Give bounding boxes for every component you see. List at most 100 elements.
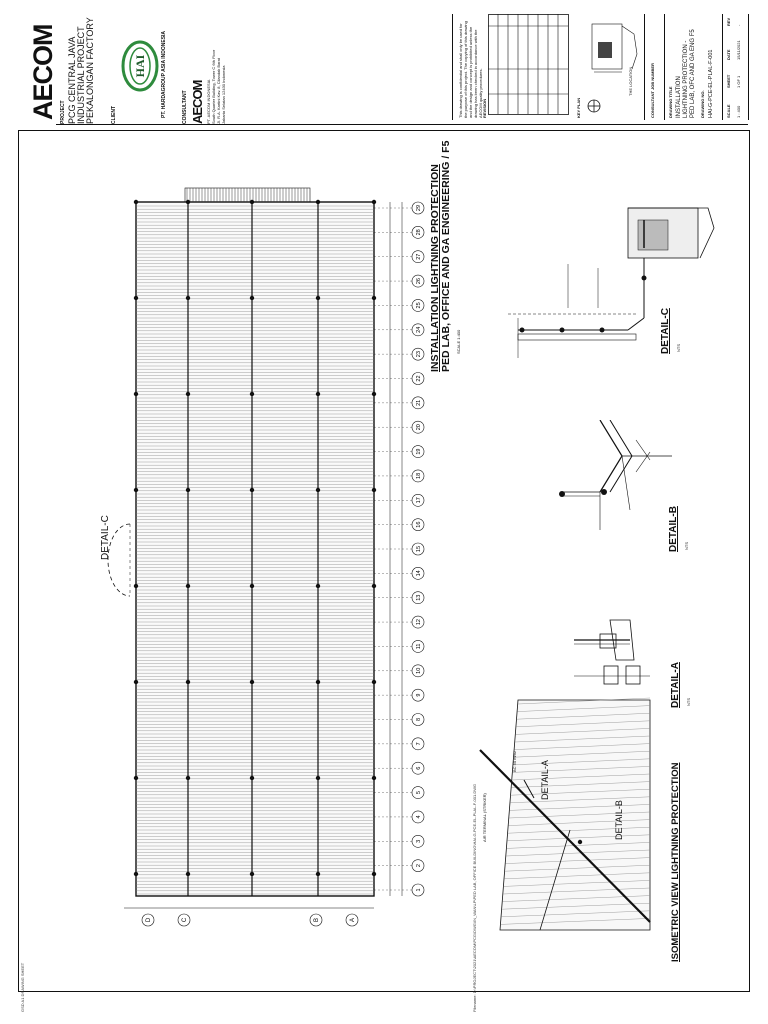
grid-number: 5 [416,791,422,794]
air-terminal [133,871,139,877]
detail-c-callout-circle [107,523,131,597]
air-terminal [371,871,377,877]
air-terminal [249,679,255,685]
air-terminal [249,871,255,877]
drawing-title: INSTALLATION LIGHTNING PROTECTION - PED … [676,29,697,118]
grid-number: 7 [416,742,422,745]
air-terminal [315,679,321,685]
grid-number: 29 [416,205,422,211]
detail-c-scale: NTS [676,344,681,352]
title-divider-3 [664,14,665,120]
aecom-logo: AECOM [28,24,58,121]
grid-bubble: 19 [374,445,425,458]
scale-label: SCALE [726,104,731,118]
project-name: PCG CENTRAL JAVA INDUSTRIAL PROJECT PEKA… [67,17,95,124]
air-terminal [315,199,321,205]
grid-number: 14 [416,570,422,576]
roof-sheeting [136,205,374,895]
grid-number: 28 [416,229,422,235]
air-terminal [249,199,255,205]
detail-a-scale: NTS [686,698,691,706]
detail-b-drawing [559,420,672,530]
rev-value: - [736,24,741,26]
roof-outline [135,201,375,897]
air-terminal [249,391,255,397]
air-terminal [185,679,191,685]
consultant-logo: AECOM [190,80,205,124]
plan-title-line-2: PED LAB, OFFICE AND GA ENGINEERING / F5 [440,140,452,372]
grid-number: 8 [416,718,422,721]
grid-bubble: 27 [374,250,425,264]
air-terminal [185,391,191,397]
air-terminal [315,295,321,301]
isometric-title: ISOMETRIC VIEW LIGHTNING PROTECTION [670,762,681,963]
detail-b-title: DETAIL-B [668,506,679,552]
grid-bubble: 8 [374,713,425,726]
scale-value: 1 : 400 [736,105,741,118]
detail-c-title: DETAIL-C [660,308,671,354]
roof-equipment [184,187,311,203]
grid-number: 24 [416,327,422,333]
disclaimer: This drawing is confidential and shall o… [458,21,483,118]
grid-number: 2 [416,864,422,867]
air-terminal [371,487,377,493]
grid-letter-bubble: B [309,913,323,927]
air-terminal [371,199,377,205]
grid-number: 13 [416,595,422,601]
sheet-label: SHEET [726,74,731,88]
air-terminal [133,391,139,397]
grid-number: 12 [416,619,422,625]
air-terminal [185,871,191,877]
grid-bubble: 4 [374,810,425,824]
detail-c-callout: DETAIL-C [100,515,111,560]
grid-number: 11 [416,644,422,650]
grid-number: 26 [416,278,422,284]
air-terminal [371,775,377,781]
rev-label: REV [726,17,731,26]
air-terminal [249,583,255,589]
drawing-title-label: DRAWING TITLE [668,86,673,118]
iso-conductor [479,749,651,923]
title-divider-4 [722,14,723,120]
air-terminal [133,295,139,301]
air-terminal [249,775,255,781]
air-terminal [185,583,191,589]
client-name: PT. HARDAGROUP ASIA INDONESIA [161,30,167,118]
grid-number: 27 [416,254,422,260]
air-terminal [371,583,377,589]
grid-number: 22 [416,375,422,381]
project-line-3: PEKALONGAN FACTORY [85,17,95,124]
grid-bubble: 12 [374,615,425,629]
grid-bubble: 23 [374,347,425,361]
grid-letter-bubble: A [345,913,359,927]
roof-plan: 1234567891011121314151617181920212223242… [124,187,425,927]
date-label: DATE [726,49,731,60]
drawing-frame [18,130,750,992]
air-terminal [133,679,139,685]
grid-number: 3 [416,840,422,843]
air-terminal [133,583,139,589]
grid-bubble: 20 [374,420,425,434]
client-logo: HAI [121,40,159,92]
grid-bubble: 24 [374,323,425,337]
grid-bubbles: 1234567891011121314151617181920212223242… [374,201,425,897]
grid-letter: D [146,917,152,922]
sheet-value: 1 OF 1 [736,75,741,88]
keyplan-label: KEY PLAN [576,97,581,118]
consultant-job-number-label: CONSULTANT JOB NUMBER [650,63,655,118]
drawing-title-line-2: LIGHTNING PROTECTION - [683,40,689,118]
date-value: 15/11/2021 [736,40,741,60]
air-terminal [249,295,255,301]
client-label: CLIENT [111,105,117,124]
footer-right: Filename: D:\PROJECT\2021\AECOM\PCG\DWG\… [472,783,477,1012]
drawing-no-label: DRAWING NO. [700,90,705,118]
air-terminal [371,679,377,685]
grid-number: 19 [416,449,422,455]
iso-detail-a-label: DETAIL-A [540,760,550,800]
grid-bubble: 25 [374,299,425,312]
grid-number: 20 [416,424,422,430]
iso-detail-b-label: DETAIL-B [614,800,624,840]
air-terminal [371,391,377,397]
